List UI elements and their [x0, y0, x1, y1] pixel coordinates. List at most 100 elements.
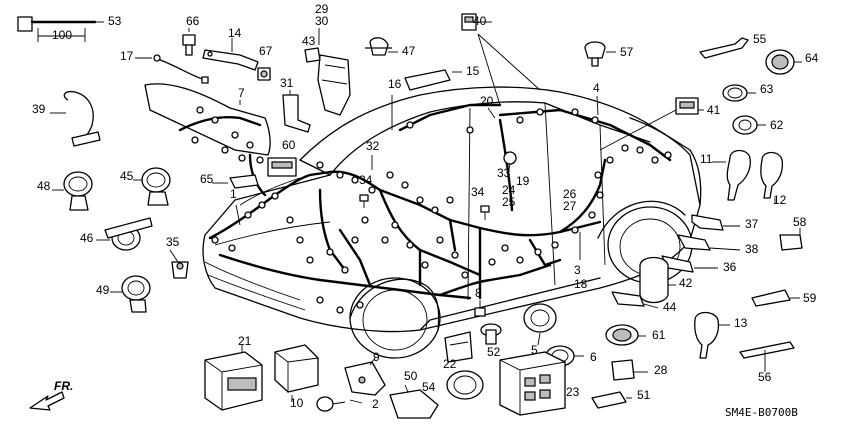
part-15-plate	[404, 69, 462, 91]
part-38-clip	[677, 234, 741, 251]
direction-label: FR.	[54, 379, 73, 393]
part-label-6: 6	[590, 350, 597, 364]
part-label-34: 34	[359, 173, 373, 187]
part-label-39: 39	[32, 102, 46, 116]
part-label-42: 42	[679, 276, 693, 290]
part-label-9: 9	[373, 350, 380, 364]
part-label-31: 31	[280, 76, 294, 90]
part-13-clamp	[694, 311, 730, 359]
part-9-bracket	[344, 357, 386, 396]
part-23-connector	[499, 351, 566, 416]
part-60-box	[267, 157, 297, 177]
part-46-clamp	[96, 217, 153, 251]
part-label-35: 35	[166, 235, 180, 249]
part-47-clip	[365, 37, 398, 56]
part-label-32: 32	[366, 139, 380, 153]
part-label-20: 20	[480, 94, 494, 108]
part-label-11: 11	[700, 152, 713, 166]
part-label-51: 51	[637, 388, 651, 402]
part-label-52: 52	[487, 345, 501, 359]
part-8-bolt	[474, 300, 486, 317]
part-63-grommet	[722, 84, 756, 102]
part-label-54: 54	[422, 380, 436, 394]
part-label-50: 50	[404, 369, 418, 383]
part-2-bolt	[316, 396, 363, 412]
part-53-tie-strap	[17, 16, 104, 42]
part-54-grommet	[446, 370, 484, 400]
part-label-34: 34	[471, 185, 485, 199]
part-label-13: 13	[734, 316, 748, 330]
main-harness	[178, 103, 672, 314]
part-57-clip	[584, 41, 616, 67]
part-66-bolt	[182, 28, 196, 56]
part-label-22: 22	[443, 357, 457, 371]
part-label-5: 5	[531, 343, 538, 357]
part-label-15: 15	[466, 64, 480, 78]
part-label-58: 58	[793, 215, 807, 229]
part-label-38: 38	[745, 242, 759, 256]
part-label-26: 26	[563, 187, 577, 201]
part-label-53: 53	[108, 14, 122, 28]
part-label-64: 64	[805, 51, 819, 65]
part-label-29: 29	[315, 2, 329, 16]
part-label-65: 65	[200, 172, 214, 186]
part-10-cover	[274, 344, 319, 402]
part-label-8: 8	[475, 286, 482, 300]
part-label-63: 63	[760, 82, 774, 96]
part-48-clamp	[52, 171, 93, 211]
car-body	[202, 86, 702, 359]
part-label-17: 17	[120, 49, 134, 63]
part-label-27: 27	[563, 199, 577, 213]
part-label-57: 57	[620, 45, 634, 59]
part-label-55: 55	[753, 32, 767, 46]
part-67-nut	[257, 67, 271, 81]
part-64-grommet	[765, 49, 802, 75]
part-44-clip	[611, 291, 659, 309]
part-35-clip	[169, 249, 189, 279]
part-label-14: 14	[228, 26, 242, 40]
part-21-box	[204, 345, 263, 411]
part-56-bracket	[739, 341, 795, 372]
part-label-24: 24	[502, 183, 516, 197]
diagram-code: SM4E-B0700B	[725, 406, 798, 419]
part-22-bracket	[444, 331, 473, 363]
part-51-pad	[591, 391, 632, 409]
part-62-grommet	[732, 115, 766, 135]
part-label-37: 37	[745, 217, 759, 231]
part-label-30: 30	[315, 14, 329, 28]
part-label-44: 44	[663, 300, 677, 314]
part-label-45: 45	[120, 169, 134, 183]
part-label-46: 46	[80, 231, 94, 245]
part-label-23: 23	[566, 385, 580, 399]
part-label-3: 3	[574, 263, 581, 277]
part-55-bracket	[699, 37, 749, 59]
part-40-connector	[461, 13, 541, 106]
part-65-bracket	[212, 174, 259, 189]
part-label-66: 66	[186, 14, 200, 28]
part-49-clamp	[110, 275, 151, 313]
part-label-19: 19	[516, 174, 530, 188]
part-label-59: 59	[803, 291, 817, 305]
front-direction-indicator: FR.	[29, 379, 73, 411]
part-42-pad	[639, 256, 676, 304]
part-label-2: 2	[372, 397, 379, 411]
part-39-clamp	[50, 90, 101, 147]
part-label-60: 60	[282, 138, 296, 152]
part-34-bolt	[359, 194, 490, 220]
part-label-47: 47	[402, 44, 416, 58]
part-12-clamp	[760, 151, 784, 204]
leader-lines	[235, 95, 599, 260]
part-label-36: 36	[723, 260, 737, 274]
part-label-49: 49	[96, 283, 110, 297]
part-11-clamp	[712, 149, 751, 201]
part-59-bracket	[751, 289, 800, 307]
part-28-clip	[611, 359, 648, 381]
part-label-41: 41	[707, 103, 721, 117]
part-52-clip	[480, 323, 502, 345]
part-label-56: 56	[758, 370, 772, 384]
part-label-10: 10	[290, 396, 304, 410]
part-33-19-clip	[503, 151, 517, 176]
